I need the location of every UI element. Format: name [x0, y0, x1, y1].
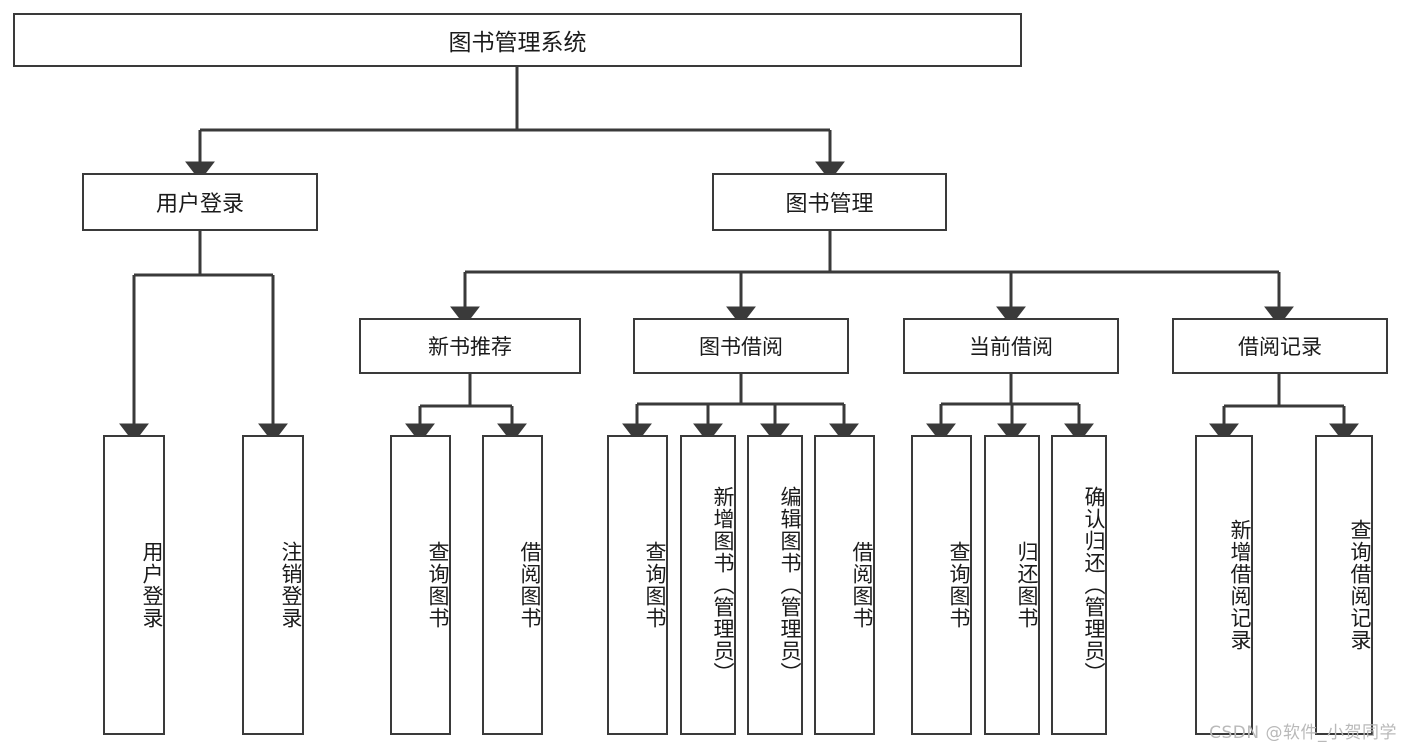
- node-leaf-query-book-cur-label: 查询图书: [947, 541, 971, 629]
- node-book-borrow[interactable]: 图书借阅: [633, 318, 849, 374]
- node-leaf-query-book-rec[interactable]: 查询图书: [390, 435, 451, 735]
- node-leaf-query-book-borrow-label: 查询图书: [643, 541, 667, 629]
- node-leaf-borrow-book[interactable]: 借阅图书: [814, 435, 875, 735]
- node-leaf-query-record[interactable]: 查询借阅记录: [1315, 435, 1373, 735]
- node-leaf-edit-book[interactable]: 编辑图书（管理员）: [747, 435, 803, 735]
- node-user-login-label: 用户登录: [155, 192, 244, 217]
- node-leaf-return-book[interactable]: 归还图书: [984, 435, 1040, 735]
- node-leaf-user-login-label: 用户登录: [140, 541, 164, 629]
- node-leaf-user-logout-label: 注销登录: [279, 541, 303, 629]
- node-new-book-recommend-label: 新书推荐: [428, 335, 512, 359]
- node-leaf-query-book-cur[interactable]: 查询图书: [911, 435, 972, 735]
- node-new-book-recommend[interactable]: 新书推荐: [359, 318, 581, 374]
- node-leaf-query-book-rec-label: 查询图书: [426, 541, 450, 629]
- node-leaf-edit-book-label: 编辑图书（管理员）: [778, 486, 802, 684]
- node-current-borrow-label: 当前借阅: [969, 335, 1053, 359]
- node-root-label: 图书管理系统: [448, 30, 587, 56]
- watermark-text: CSDN @软件_小贺同学: [1209, 723, 1397, 743]
- node-leaf-add-record[interactable]: 新增借阅记录: [1195, 435, 1253, 735]
- node-user-login[interactable]: 用户登录: [82, 173, 318, 231]
- node-book-borrow-label: 图书借阅: [699, 335, 783, 359]
- node-leaf-return-book-label: 归还图书: [1015, 541, 1039, 629]
- node-leaf-query-record-label: 查询借阅记录: [1348, 519, 1372, 651]
- node-leaf-confirm-return-label: 确认归还（管理员）: [1082, 486, 1106, 684]
- node-borrow-record-label: 借阅记录: [1238, 335, 1322, 359]
- node-leaf-query-book-borrow[interactable]: 查询图书: [607, 435, 668, 735]
- node-leaf-add-book-label: 新增图书（管理员）: [711, 486, 735, 684]
- node-borrow-record[interactable]: 借阅记录: [1172, 318, 1388, 374]
- node-root[interactable]: 图书管理系统: [13, 13, 1022, 67]
- node-leaf-user-logout[interactable]: 注销登录: [242, 435, 304, 735]
- node-leaf-add-book[interactable]: 新增图书（管理员）: [680, 435, 736, 735]
- node-leaf-user-login[interactable]: 用户登录: [103, 435, 165, 735]
- node-leaf-borrow-book-rec-label: 借阅图书: [518, 541, 542, 629]
- node-current-borrow[interactable]: 当前借阅: [903, 318, 1119, 374]
- node-book-manage[interactable]: 图书管理: [712, 173, 947, 231]
- node-leaf-confirm-return[interactable]: 确认归还（管理员）: [1051, 435, 1107, 735]
- node-leaf-borrow-book-rec[interactable]: 借阅图书: [482, 435, 543, 735]
- node-leaf-add-record-label: 新增借阅记录: [1228, 519, 1252, 651]
- node-leaf-borrow-book-label: 借阅图书: [850, 541, 874, 629]
- node-book-manage-label: 图书管理: [785, 192, 874, 217]
